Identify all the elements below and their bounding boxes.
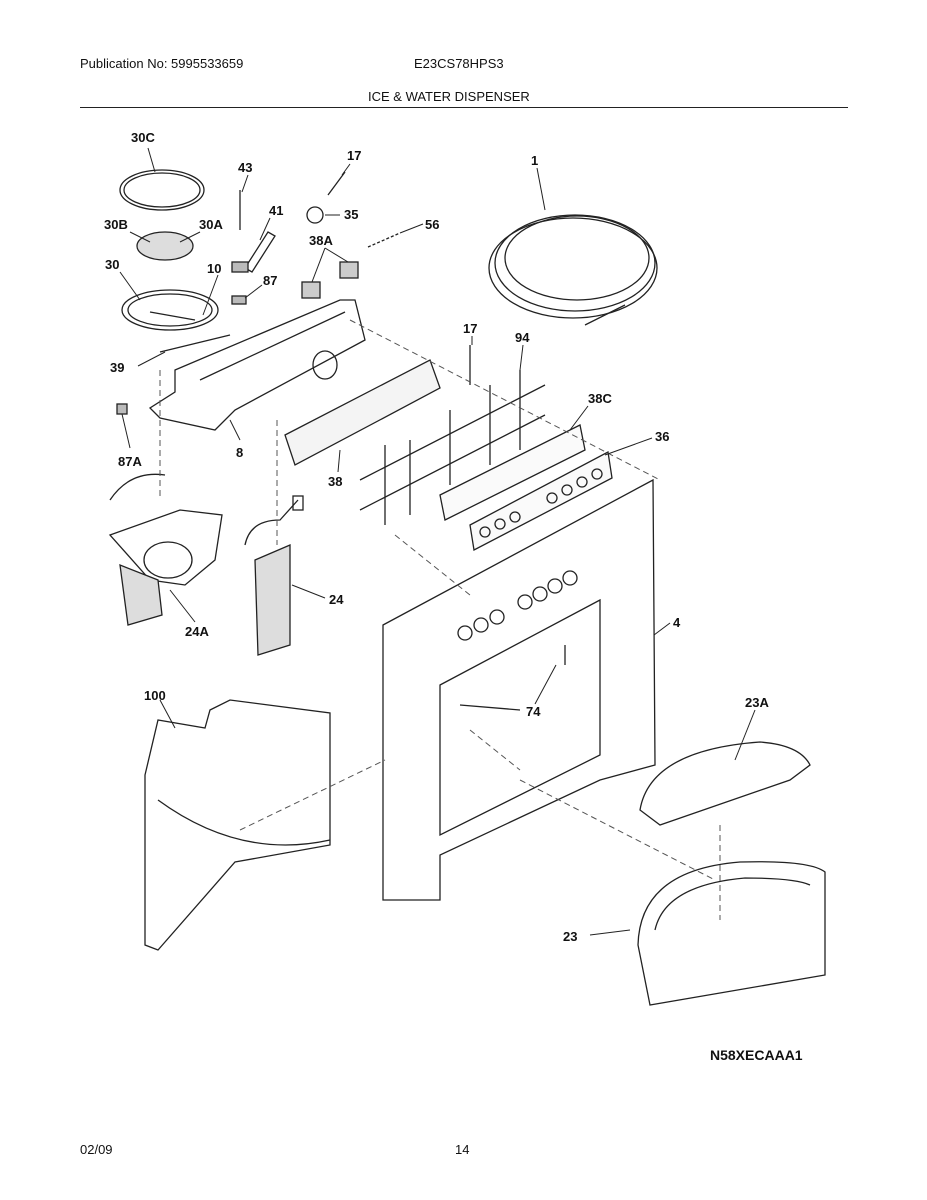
part-36-overlay xyxy=(469,450,613,551)
callout-87a: 87A xyxy=(118,454,142,469)
header-rule xyxy=(80,107,848,108)
callout-38: 38 xyxy=(328,474,342,489)
part-87-clip xyxy=(231,295,247,305)
model-number: E23CS78HPS3 xyxy=(414,56,504,71)
callout-30c: 30C xyxy=(131,130,155,145)
part-100-panel xyxy=(144,699,331,951)
callout-23a: 23A xyxy=(745,695,769,710)
callout-30a: 30A xyxy=(199,217,223,232)
callout-43: 43 xyxy=(238,160,252,175)
part-23-drip-tray xyxy=(637,861,826,1006)
part-17-screw-top xyxy=(327,171,346,196)
callout-35: 35 xyxy=(344,207,358,222)
part-30c-gasket xyxy=(119,169,205,211)
callout-1: 1 xyxy=(531,153,538,168)
callout-17-top: 17 xyxy=(347,148,361,163)
callout-30b: 30B xyxy=(104,217,128,232)
footer-date: 02/09 xyxy=(80,1142,113,1157)
callout-8: 8 xyxy=(236,445,243,460)
part-38a-switch-left xyxy=(301,281,321,299)
part-38a-switch-right xyxy=(339,261,359,279)
callout-94: 94 xyxy=(515,330,530,345)
callout-38c: 38C xyxy=(588,391,612,406)
part-1-tubing-coil xyxy=(488,214,658,326)
part-41-arm xyxy=(244,231,276,273)
page-number: 14 xyxy=(455,1142,470,1157)
callout-100: 100 xyxy=(144,688,166,703)
callout-17-mid: 17 xyxy=(463,321,477,336)
callout-4: 4 xyxy=(673,615,681,630)
callout-24: 24 xyxy=(329,592,344,607)
part-24-actuator xyxy=(244,495,304,656)
part-56-spring xyxy=(367,232,401,248)
leader-lines xyxy=(119,147,756,936)
part-30-ring xyxy=(121,289,219,331)
part-38c-board xyxy=(439,424,586,521)
part-8-housing xyxy=(148,299,366,431)
part-74-screw-lower xyxy=(459,704,521,711)
part-35-switch xyxy=(306,206,324,224)
callout-74: 74 xyxy=(526,704,541,719)
publication-number: Publication No: 5995533659 xyxy=(80,56,244,71)
part-39-rod xyxy=(159,334,231,353)
callout-87: 87 xyxy=(263,273,277,288)
callout-39: 39 xyxy=(110,360,124,375)
callout-23: 23 xyxy=(563,929,577,944)
part-24a-actuator xyxy=(108,473,223,626)
callout-41: 41 xyxy=(269,203,283,218)
part-30b-filter xyxy=(136,231,194,261)
callout-30: 30 xyxy=(105,257,119,272)
callout-24a: 24A xyxy=(185,624,209,639)
part-94-bracket xyxy=(359,370,546,525)
part-87a-clip xyxy=(116,403,128,415)
callout-56: 56 xyxy=(425,217,439,232)
drawing-code: N58XECAAA1 xyxy=(710,1047,803,1063)
callout-10: 10 xyxy=(207,261,221,276)
part-23a-grille xyxy=(639,741,811,826)
callout-38a: 38A xyxy=(309,233,333,248)
callout-36: 36 xyxy=(655,429,669,444)
part-4-front-frame xyxy=(382,478,656,901)
part-38-control-board xyxy=(284,359,441,466)
section-title: ICE & WATER DISPENSER xyxy=(368,89,530,104)
